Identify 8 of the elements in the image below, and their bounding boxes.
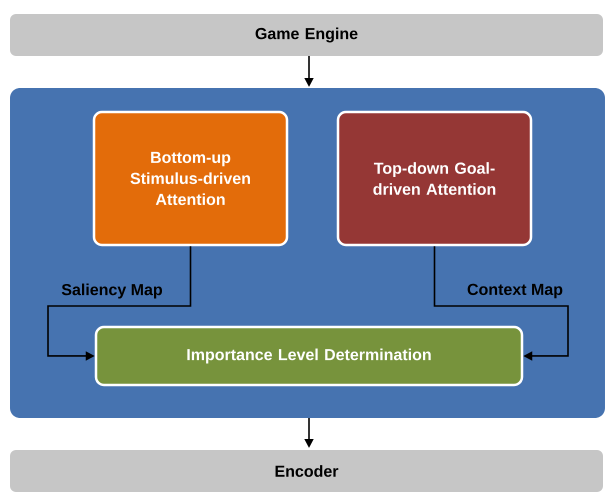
edge-label: Context Map — [468, 284, 562, 298]
process-box: Top-down Goal-driven Attention — [336, 110, 532, 246]
edge-label: Saliency Map — [62, 284, 162, 298]
bar-box: Encoder — [10, 450, 603, 492]
process-box: Bottom-up Stimulus-driven Attention — [92, 110, 288, 246]
process-box: Importance Level Determination — [94, 326, 524, 386]
bar-box: Game Engine — [10, 14, 603, 56]
arrow — [434, 246, 569, 361]
